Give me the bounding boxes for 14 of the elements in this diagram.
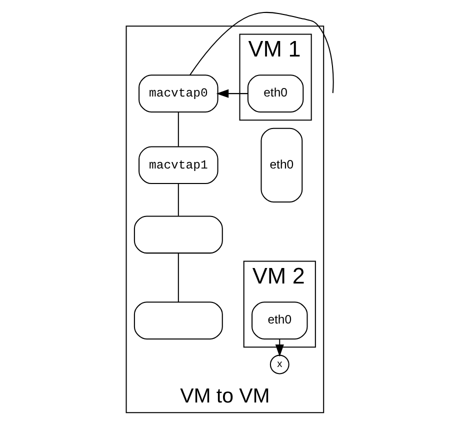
connector xyxy=(178,184,179,216)
connector xyxy=(190,12,334,94)
arrow xyxy=(216,89,248,98)
node-circle: x xyxy=(270,354,290,374)
node-box: eth0 xyxy=(247,74,304,112)
node-box: eth0 xyxy=(252,302,308,340)
connector xyxy=(178,253,179,302)
connector xyxy=(178,112,179,146)
node-box: eth0 xyxy=(260,128,303,202)
node-box xyxy=(134,302,223,340)
node-box: macvtap0 xyxy=(138,74,218,112)
node-box: macvtap1 xyxy=(138,146,218,184)
arrow xyxy=(275,339,284,357)
node-box xyxy=(134,216,223,254)
